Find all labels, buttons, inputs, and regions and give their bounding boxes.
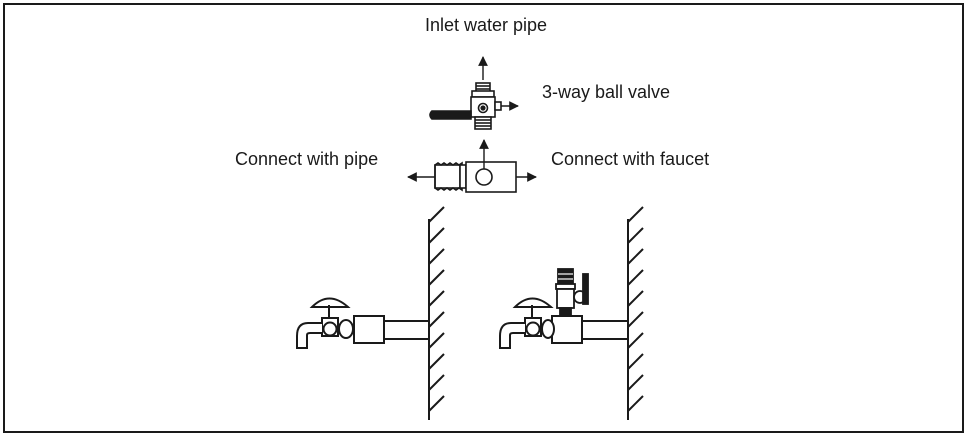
tee-flow-arrows — [407, 139, 537, 182]
faucet-left — [296, 297, 354, 349]
valve-flow-arrows — [478, 56, 519, 111]
pipe-right — [581, 320, 629, 340]
connect-faucet-label: Connect with faucet — [551, 149, 709, 169]
tee-adapter-drawing — [434, 161, 517, 193]
ball-valve-installed — [555, 268, 589, 317]
tee-adapter-installed — [551, 315, 583, 344]
wall-right — [627, 206, 644, 420]
pipe-left — [353, 315, 430, 344]
ball-valve-label: 3-way ball valve — [542, 82, 670, 102]
faucet-right — [499, 297, 555, 349]
inlet-water-pipe-label: Inlet water pipe — [425, 15, 547, 35]
ball-valve-drawing — [429, 82, 502, 130]
wall-left — [428, 206, 445, 420]
connect-pipe-label: Connect with pipe — [235, 149, 378, 169]
